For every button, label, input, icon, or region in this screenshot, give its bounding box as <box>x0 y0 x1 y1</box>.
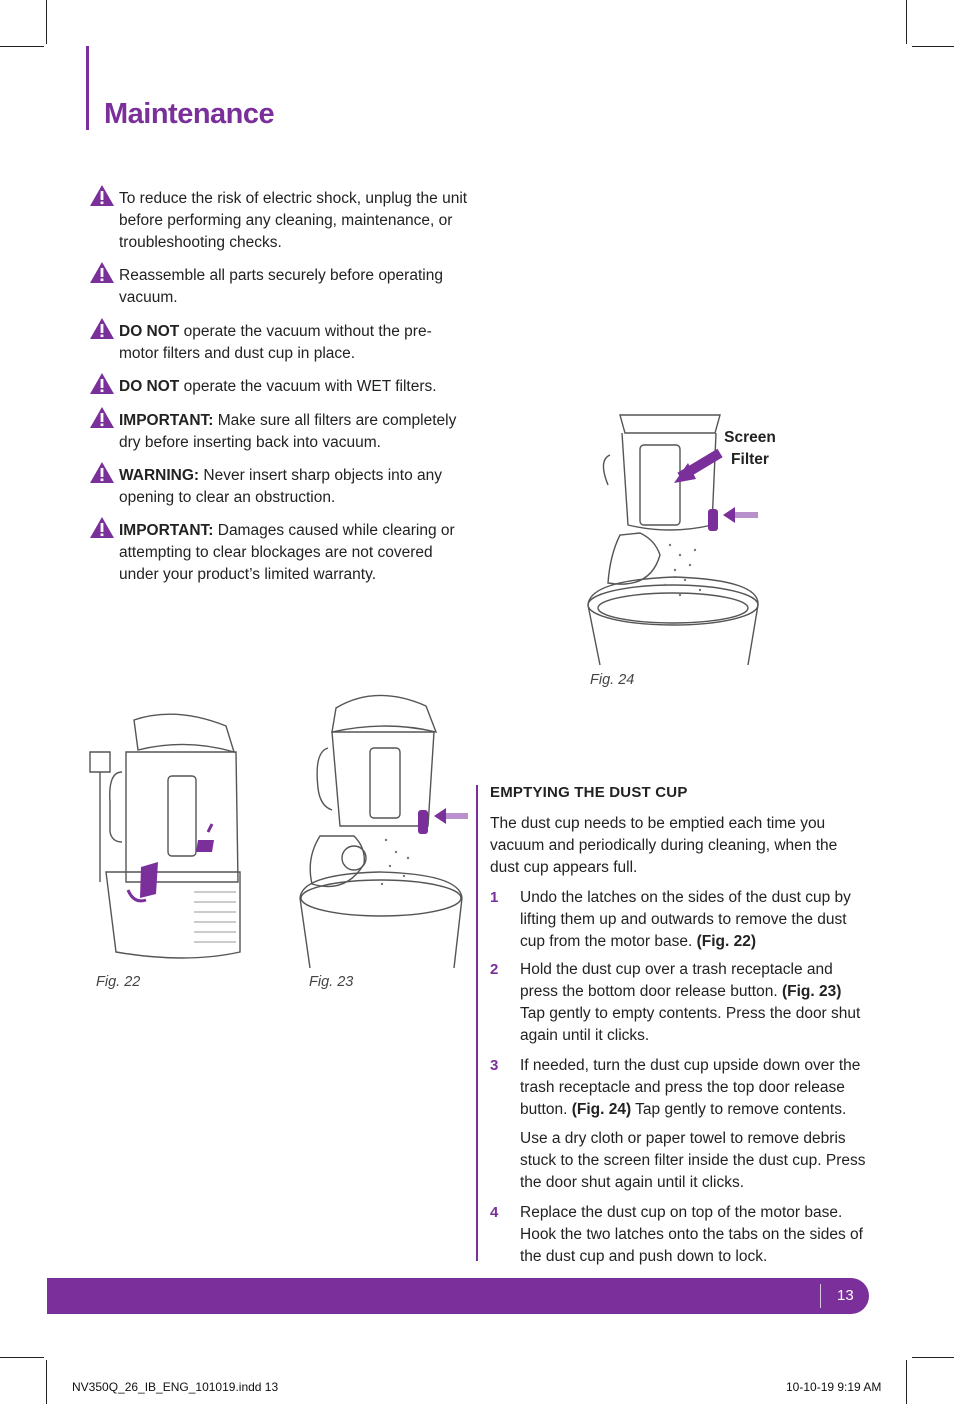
step-text: Replace the dust cup on top of the motor… <box>520 1204 863 1265</box>
warning-item: DO NOT operate the vacuum without the pr… <box>89 318 469 365</box>
step-text-after: Tap gently to empty contents. Press the … <box>520 1005 861 1044</box>
step-figure-ref: (Fig. 24) <box>571 1101 632 1118</box>
warning-text: Damages caused while clearing or attempt… <box>119 522 455 583</box>
step-text: Hold the dust cup over a trash receptacl… <box>520 961 833 1000</box>
crop-mark <box>912 46 954 47</box>
warning-keyword: IMPORTANT: <box>119 412 214 429</box>
step-number: 2 <box>490 961 499 978</box>
fig24-illustration <box>587 414 759 666</box>
warning-item: WARNING: Never insert sharp objects into… <box>89 462 469 509</box>
crop-mark <box>46 0 47 44</box>
crop-mark <box>0 46 44 47</box>
slug-right: 10-10-19 9:19 AM <box>786 1380 882 1394</box>
warning-text: operate the vacuum with WET filters. <box>179 378 437 395</box>
step-number: 3 <box>490 1057 499 1074</box>
step-item: 1 Undo the latches on the sides of the du… <box>490 887 870 953</box>
step-figure-ref: (Fig. 22) <box>696 933 757 950</box>
crop-mark <box>0 1357 44 1358</box>
step-item: 2 Hold the dust cup over a trash receptac… <box>490 959 870 1047</box>
warning-icon <box>90 262 114 283</box>
warning-icon <box>90 185 114 206</box>
screen-filter-label: Screen Filter <box>724 429 776 468</box>
warning-keyword: DO NOT <box>119 378 180 395</box>
section-intro: The dust cup needs to be emptied each ti… <box>490 815 838 876</box>
warning-text: Make sure all filters are completely dry… <box>119 412 457 451</box>
warning-text: Never insert sharp objects into any open… <box>119 467 443 506</box>
warning-item: DO NOT operate the vacuum with WET filte… <box>89 373 469 398</box>
step-text-after: Tap gently to remove contents. <box>631 1101 847 1118</box>
fig22-caption: Fig. 22 <box>96 974 141 990</box>
footer-separator <box>820 1284 821 1308</box>
warning-keyword: WARNING: <box>119 467 200 484</box>
warning-text: Reassemble all parts securely before ope… <box>119 267 443 306</box>
crop-mark <box>912 1357 954 1358</box>
crop-mark <box>906 1360 907 1404</box>
fig23-caption: Fig. 23 <box>309 974 354 990</box>
step-item: 3 If needed, turn the dust cup upside dow… <box>490 1055 870 1121</box>
fig23-illustration <box>299 694 468 969</box>
slug-left: NV350Q_26_IB_ENG_101019.indd 13 <box>72 1380 279 1394</box>
step-figure-ref: (Fig. 23) <box>781 983 842 1000</box>
fig22-illustration <box>89 713 241 959</box>
step-item: 4 Replace the dust cup on top of the moto… <box>490 1202 870 1268</box>
step-text: Undo the latches on the sides of the dus… <box>520 889 851 950</box>
crop-mark <box>906 0 907 44</box>
step-text: If needed, turn the dust cup upside down… <box>520 1057 861 1118</box>
column-divider <box>476 785 478 1261</box>
warning-item: Reassemble all parts securely before ope… <box>89 262 469 309</box>
page-number: 13 <box>837 1287 854 1304</box>
step-number: 4 <box>490 1204 499 1221</box>
warning-icon <box>90 462 114 483</box>
step-item: Use a dry cloth or paper towel to remove… <box>490 1128 870 1194</box>
warning-text: operate the vacuum without the pre-motor… <box>119 323 432 362</box>
warning-keyword: IMPORTANT: <box>119 522 214 539</box>
page-title: Maintenance <box>104 98 275 130</box>
warning-icon <box>90 407 114 428</box>
warning-icon <box>90 373 114 394</box>
title-accent-bar <box>86 46 89 130</box>
warning-text: To reduce the risk of electric shock, un… <box>119 190 468 251</box>
warning-icon <box>90 517 114 538</box>
fig24-caption: Fig. 24 <box>590 672 635 688</box>
warning-item: IMPORTANT: Damages caused while clearing… <box>89 517 469 586</box>
warning-item: To reduce the risk of electric shock, un… <box>89 185 469 254</box>
section-heading: EMPTYING THE DUST CUP <box>490 784 688 801</box>
crop-mark <box>46 1360 47 1404</box>
warning-keyword: DO NOT <box>119 323 180 340</box>
step-number: 1 <box>490 889 499 906</box>
step-text: Use a dry cloth or paper towel to remove… <box>520 1130 866 1191</box>
warning-icon <box>90 318 114 339</box>
warning-item: IMPORTANT: Make sure all filters are com… <box>89 407 469 454</box>
footer-bar: 13 <box>47 1278 869 1314</box>
